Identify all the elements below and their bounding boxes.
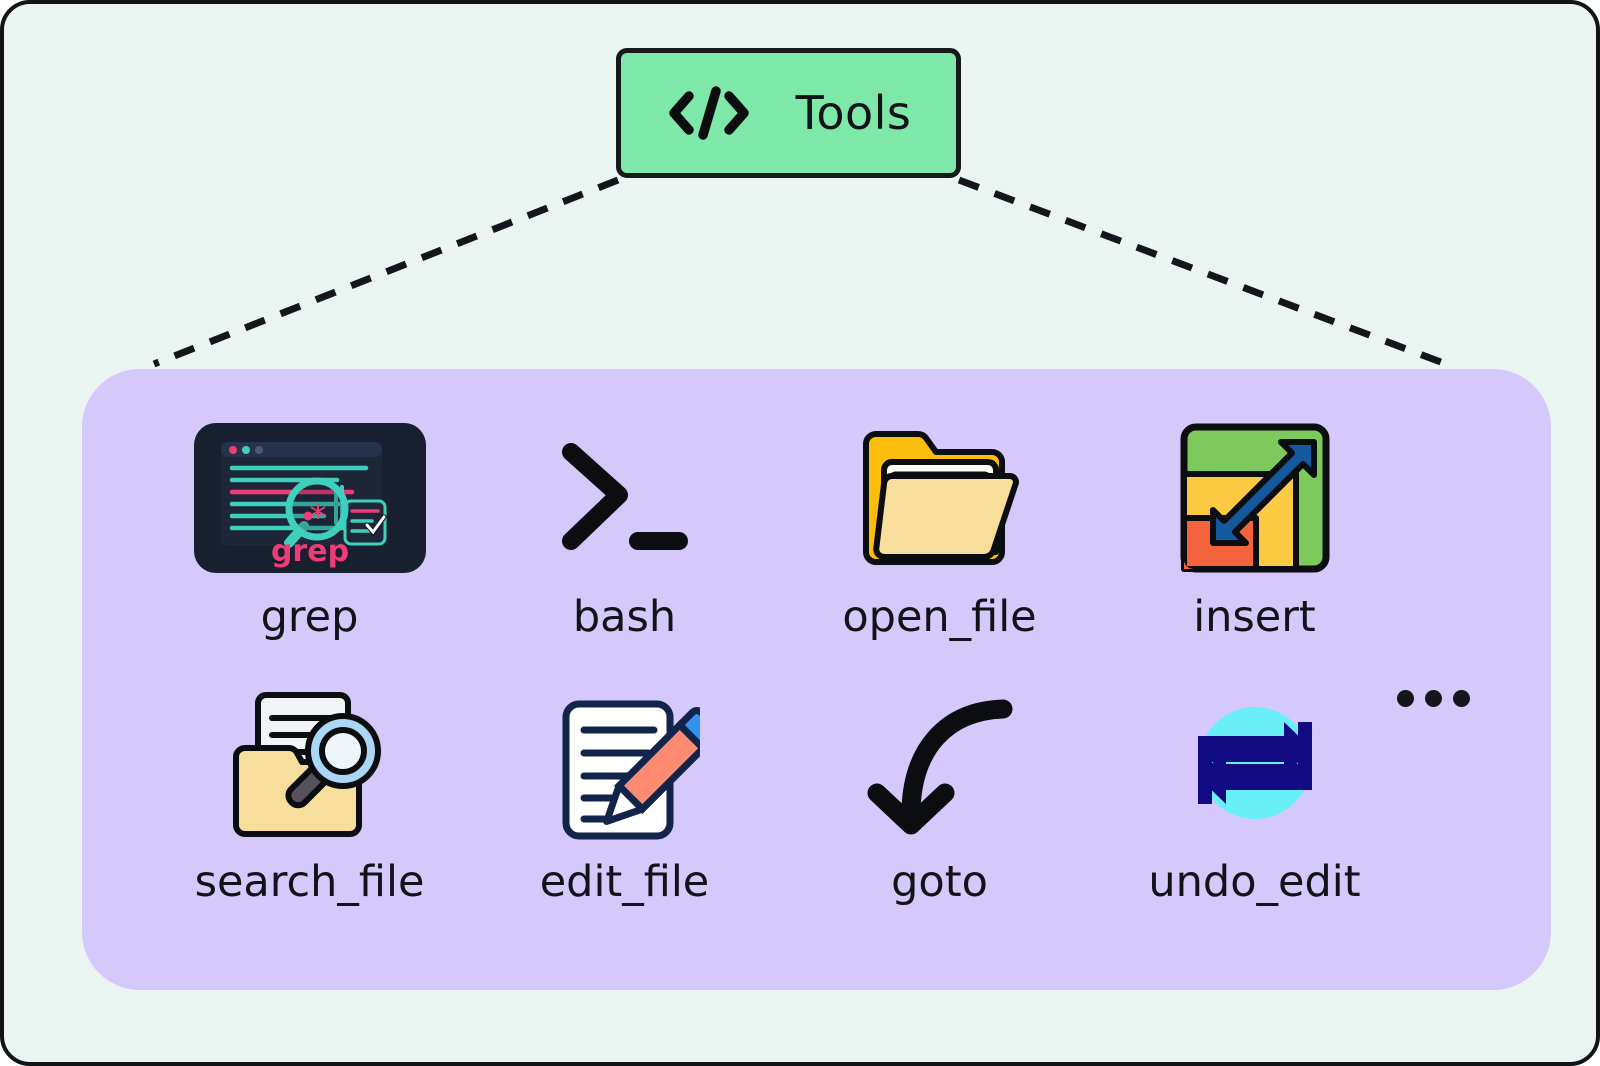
tool-icon-open-file	[854, 414, 1026, 582]
tool-item-open-file[interactable]: open_file	[782, 414, 1097, 679]
tool-label-open-file: open_file	[842, 592, 1037, 642]
tool-label-bash: bash	[572, 592, 677, 642]
resize-arrows-icon	[1180, 423, 1329, 573]
ellipsis-dot	[1453, 690, 1470, 707]
tools-panel: * grep grep	[82, 369, 1551, 990]
tools-node-label: Tools	[795, 86, 912, 140]
tool-item-undo-edit[interactable]: undo_edit	[1097, 679, 1412, 944]
connector-left	[152, 176, 620, 368]
tool-item-edit-file[interactable]: edit_file	[467, 679, 782, 944]
tools-node[interactable]: Tools	[616, 48, 961, 178]
folder-magnifier-icon	[232, 692, 381, 837]
tool-item-goto[interactable]: goto	[782, 679, 1097, 944]
tool-label-grep: grep	[260, 592, 359, 642]
ellipsis-dot	[1397, 690, 1414, 707]
open-folder-icon	[862, 431, 1019, 565]
tool-label-edit-file: edit_file	[539, 857, 710, 907]
tool-label-goto: goto	[891, 857, 988, 907]
code-brackets-icon	[666, 83, 752, 143]
document-pencil-icon	[562, 700, 700, 839]
tool-item-insert[interactable]: insert	[1097, 414, 1412, 679]
svg-text:grep: grep	[270, 534, 348, 569]
ellipsis-dot	[1425, 690, 1442, 707]
overflow-ellipsis	[1397, 690, 1470, 707]
tool-icon-edit-file	[550, 679, 700, 847]
shell-prompt-icon	[561, 443, 688, 550]
tool-item-bash[interactable]: bash	[467, 414, 782, 679]
tool-label-search-file: search_file	[194, 857, 425, 907]
grep-terminal-icon: * grep	[193, 423, 426, 573]
connector-right	[957, 176, 1448, 368]
tool-icon-insert	[1180, 414, 1330, 582]
svg-text:*: *	[309, 498, 326, 538]
tools-grid: * grep grep	[152, 414, 1412, 944]
tool-label-insert: insert	[1193, 592, 1316, 642]
tool-icon-undo-edit	[1180, 679, 1330, 847]
tool-icon-goto	[866, 679, 1014, 847]
tool-icon-search-file	[230, 679, 390, 847]
tool-icon-bash	[557, 414, 693, 582]
curved-down-arrow-icon	[867, 699, 1012, 835]
cycle-arrows-icon	[1197, 707, 1312, 819]
tool-label-undo-edit: undo_edit	[1148, 857, 1361, 907]
tool-icon-grep: * grep	[193, 414, 426, 582]
tool-item-search-file[interactable]: search_file	[152, 679, 467, 944]
tool-item-grep[interactable]: * grep grep	[152, 414, 467, 679]
